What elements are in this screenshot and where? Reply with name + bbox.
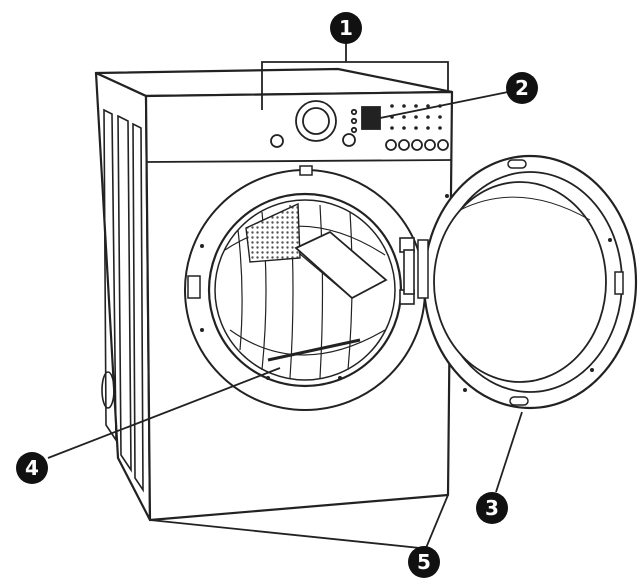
side-panel-strips: [101, 108, 144, 493]
callout-leaders: [47, 40, 523, 549]
door-top-notch: [507, 159, 527, 169]
door-opening: [184, 165, 426, 411]
door-bottom-notch: [509, 396, 529, 406]
callout-label-4: 4: [25, 456, 39, 480]
side-vent: [101, 371, 115, 409]
option-buttons: [385, 139, 449, 151]
leader-1: [261, 61, 449, 110]
door-latch: [299, 165, 313, 176]
leader-3: [495, 411, 523, 493]
cabinet-side-latch: [187, 275, 201, 299]
cycle-selector-knob-inner: [302, 107, 330, 135]
callout-badge-4: 4: [16, 452, 48, 484]
open-door: [417, 154, 638, 410]
power-button: [270, 134, 284, 148]
drum-baffle: [294, 230, 388, 300]
door-handle: [614, 271, 624, 295]
door-glass: [433, 181, 607, 383]
callout-badge-3: 3: [476, 492, 508, 524]
display-panel: [361, 106, 381, 130]
lint-filter-mesh: [245, 202, 301, 263]
drum-interior: [224, 204, 386, 379]
callout-badge-5: 5: [408, 546, 440, 578]
callout-badge-1: 1: [330, 12, 362, 44]
control-panel: [270, 100, 449, 151]
control-panel-divider: [145, 159, 453, 163]
leader-5b: [425, 494, 449, 549]
drum-bottom-slot: [267, 338, 361, 362]
door-hinge: [399, 237, 415, 305]
callout-label-3: 3: [485, 496, 499, 520]
start-button: [342, 133, 356, 147]
callout-label-1: 1: [339, 16, 353, 40]
callout-badge-2: 2: [506, 72, 538, 104]
leader-5a: [149, 519, 421, 549]
callout-label-5: 5: [417, 550, 431, 574]
callout-label-2: 2: [515, 76, 529, 100]
leader-4: [47, 367, 281, 459]
leader-2: [379, 91, 509, 119]
